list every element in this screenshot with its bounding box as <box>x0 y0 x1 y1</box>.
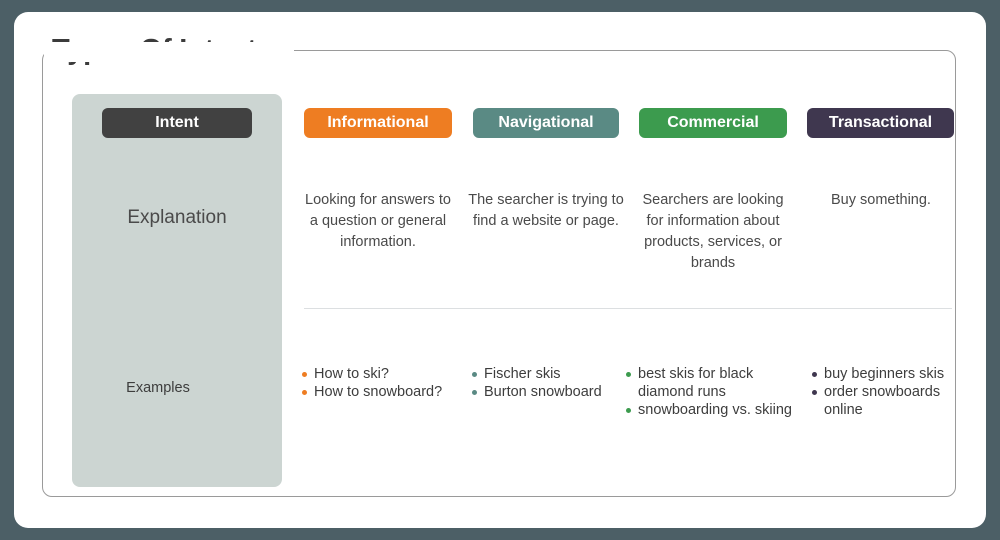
example-item: How to snowboard? <box>302 383 474 401</box>
bullet-icon <box>302 390 307 395</box>
examples-transactional: buy beginners skis order snowboards onlin… <box>812 365 980 419</box>
explanation-informational: Looking for answers to a question or gen… <box>305 192 451 250</box>
example-text: buy beginners skis <box>824 366 945 382</box>
column-header-navigational: Navigational <box>473 108 619 138</box>
example-item: order snowboards online <box>812 383 980 419</box>
example-item: Burton snowboard <box>472 383 644 401</box>
explanation-commercial: Searchers are looking for information ab… <box>642 192 784 271</box>
example-item: Fischer skis <box>472 365 644 383</box>
column-header-transactional: Transactional <box>807 108 954 138</box>
example-item: snowboarding vs. skiing <box>626 401 806 419</box>
bullet-icon <box>812 372 817 377</box>
row-label-examples: Examples <box>126 380 190 396</box>
intent-card: Types Of Intent Explanation Examples Int… <box>14 12 986 528</box>
example-text: snowboarding vs. skiing <box>638 402 792 418</box>
bullet-icon <box>626 372 631 377</box>
bullet-icon <box>626 408 631 413</box>
explanation-navigational: The searcher is trying to find a website… <box>468 192 624 229</box>
example-text: How to ski? <box>314 366 389 382</box>
example-item: buy beginners skis <box>812 365 980 383</box>
column-header-commercial: Commercial <box>639 108 787 138</box>
example-item: How to ski? <box>302 365 474 383</box>
row-label-explanation: Explanation <box>127 207 227 228</box>
example-item: best skis for black diamond runs <box>626 365 806 401</box>
explanation-transactional: Buy something. <box>831 192 931 208</box>
example-text: best skis for black diamond runs <box>638 366 754 400</box>
row-label-panel: Explanation Examples <box>72 94 282 487</box>
bullet-icon <box>812 390 817 395</box>
bullet-icon <box>472 372 477 377</box>
section-divider <box>304 308 952 309</box>
intent-header-badge: Intent <box>102 108 252 138</box>
column-header-informational: Informational <box>304 108 452 138</box>
example-text: Fischer skis <box>484 366 561 382</box>
example-text: Burton snowboard <box>484 384 602 400</box>
examples-informational: How to ski? How to snowboard? <box>302 365 474 401</box>
content-frame <box>42 50 956 497</box>
example-text: How to snowboard? <box>314 384 443 400</box>
examples-commercial: best skis for black diamond runs snowboar… <box>626 365 806 419</box>
bullet-icon <box>472 390 477 395</box>
bullet-icon <box>302 372 307 377</box>
title-notch <box>44 42 294 62</box>
example-text: order snowboards online <box>824 384 941 418</box>
